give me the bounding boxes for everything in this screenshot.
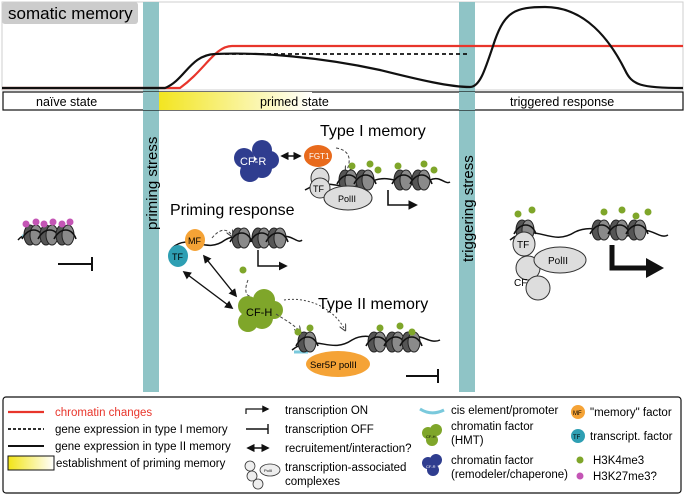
legend-cf-rem-2: (remodeler/chaperone): [451, 469, 568, 481]
legend-complex-label: PolII: [264, 468, 272, 473]
legend-h3k4: H3K4me3: [593, 455, 644, 467]
mf-cfh-interaction: [202, 254, 238, 298]
legend-memory-factor: "memory" factor: [590, 407, 672, 419]
legend-type1-expr: gene expression in type I memory: [55, 424, 228, 436]
legend-tx-complexes-2: complexes: [285, 476, 340, 488]
priming-response-title: Priming response: [170, 202, 295, 219]
type1-tf-label: TF: [313, 184, 324, 194]
legend-tx-on: transcription ON: [285, 405, 368, 417]
priming-mf-label: MF: [188, 236, 201, 246]
legend-cf-hmt-1: chromatin factor: [451, 421, 534, 433]
legend-h3k27: H3K27me3?: [593, 471, 657, 483]
phase-triggered-label: triggered response: [510, 95, 614, 109]
naive-chromatin: [17, 218, 93, 271]
priming-tf-label: TF: [172, 252, 183, 262]
cfh-factor: CF-H: [238, 289, 283, 332]
type1-title: Type I memory: [320, 123, 426, 140]
legend-cfr-icon: CF-R: [422, 454, 442, 476]
legend-recruitment: recruitement/interaction?: [285, 443, 412, 455]
trig-cf-label: CF: [514, 278, 527, 289]
cfh-label: CF-H: [246, 307, 272, 319]
legend-complex-icon: PolII: [244, 460, 281, 490]
legend-cfh-label: CF-H: [426, 434, 436, 439]
triggered-chromatin: TF CF PolII: [509, 206, 669, 301]
fgt1-label: FGT1: [309, 152, 330, 161]
legend-transcript-factor: transcript. factor: [590, 431, 673, 443]
type2-chromatin: Ser5P polII: [291, 322, 441, 383]
legend-tf-icon-label: TF: [573, 435, 581, 441]
trig-polii-label: PolII: [548, 256, 568, 267]
title-badge: [2, 2, 138, 24]
phase-primed-label: primed state: [260, 95, 329, 109]
legend-box: [2, 396, 682, 494]
phase-naive-label: naïve state: [36, 95, 97, 109]
trig-tf-label: TF: [517, 240, 529, 251]
type1-polii-label: PolII: [338, 194, 356, 204]
legend-cf-hmt-2: (HMT): [451, 435, 484, 447]
priming-chromatin: MF TF: [168, 227, 303, 274]
type2-title: Type II memory: [318, 296, 428, 313]
triggering-stress-label: triggering stress: [460, 155, 477, 262]
cfr-factor: CF-R: [234, 140, 279, 182]
priming-stress-label: priming stress: [144, 137, 161, 230]
fgt1-factor: FGT1: [304, 145, 332, 167]
legend-cf-rem-1: chromatin factor: [451, 455, 534, 467]
legend-cfr-label: CF-R: [426, 464, 436, 469]
chromatin-changes-curve: [2, 44, 683, 90]
legend-type2-expr: gene expression in type II memory: [55, 441, 231, 453]
legend-establishment: establishment of priming memory: [56, 458, 226, 470]
priming-gradient: [152, 92, 312, 110]
ser5p-polii-label: Ser5P polII: [310, 360, 357, 371]
legend-cis: cis element/promoter: [451, 405, 559, 417]
tf-cfh-interaction: [182, 270, 234, 310]
legend-tx-complexes-1: transcription-associated: [285, 462, 406, 474]
legend-cfh-icon: CF-H: [422, 424, 442, 446]
legend-mf-icon-label: MF: [573, 411, 582, 417]
type1-chromatin: TF PolII: [304, 160, 451, 211]
legend-chromatin-changes: chromatin changes: [55, 407, 152, 419]
diagram-title: somatic memory: [8, 4, 133, 23]
legend-tx-off: transcription OFF: [285, 424, 374, 436]
cfr-label: CF-R: [240, 156, 266, 168]
